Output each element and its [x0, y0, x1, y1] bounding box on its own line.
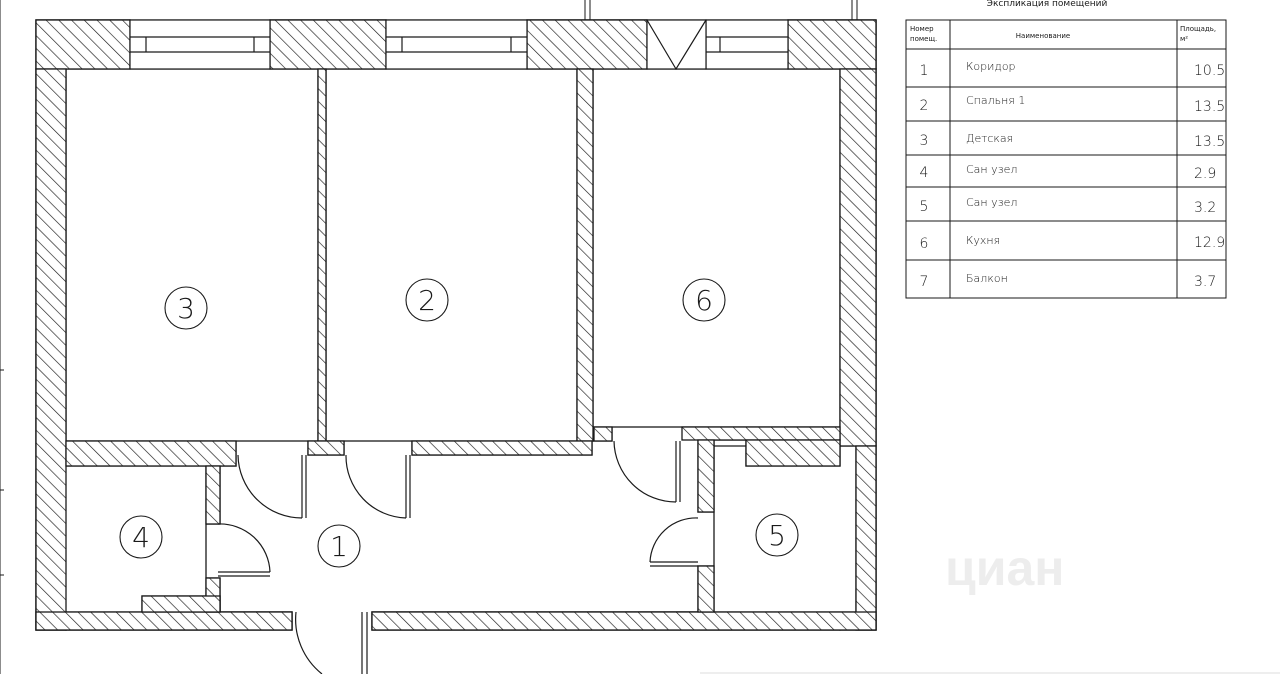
row-3-area: 13.5 — [1194, 134, 1225, 150]
col-num-header-1: Номер — [910, 25, 934, 33]
watermark: циан — [945, 540, 1064, 596]
row-2-area: 13.5 — [1194, 99, 1225, 115]
col-name-header: Наименование — [1016, 32, 1070, 40]
row-1-num: 1 — [920, 63, 929, 79]
row-7-num: 7 — [920, 274, 929, 290]
row-6-area: 12.9 — [1194, 235, 1225, 251]
row-7-name: Балкон — [966, 272, 1008, 285]
room-marker-5: 5 — [768, 519, 786, 552]
room-markers — [119, 278, 799, 568]
row-1-area: 10.5 — [1194, 63, 1225, 79]
room-marker-6: 6 — [695, 284, 713, 317]
table-title: Экспликация помещений — [987, 0, 1108, 9]
row-7-area: 3.7 — [1194, 274, 1216, 290]
row-5-name: Сан узел — [966, 196, 1017, 209]
row-4-name: Сан узел — [966, 163, 1017, 176]
row-3-name: Детская — [966, 132, 1013, 145]
page-edge-marks — [0, 0, 858, 674]
watermark-text: циан — [945, 540, 1064, 596]
doors — [217, 440, 699, 674]
room-6 — [592, 68, 841, 428]
row-5-num: 5 — [920, 199, 929, 215]
row-5-area: 3.2 — [1194, 200, 1216, 216]
row-2-name: Спальня 1 — [966, 94, 1025, 107]
row-6-num: 6 — [920, 236, 929, 252]
room-2 — [325, 68, 578, 442]
room-marker-1: 1 — [330, 530, 348, 563]
row-6-name: Кухня — [966, 234, 1000, 247]
row-4-num: 4 — [920, 165, 929, 181]
windows — [129, 19, 789, 71]
row-4-area: 2.9 — [1194, 166, 1216, 182]
col-area-header-1: Площадь, — [1180, 25, 1216, 33]
room-marker-3: 3 — [177, 292, 195, 325]
row-2-num: 2 — [920, 98, 929, 114]
room-marker-2: 2 — [418, 284, 436, 317]
room-marker-4: 4 — [132, 521, 150, 554]
explication-table: Экспликация помещений Номер помещ. Наиме… — [905, 0, 1227, 299]
room-3 — [65, 68, 319, 442]
wall-overlays — [35, 19, 877, 631]
col-num-header-2: помещ. — [910, 35, 937, 43]
room-interiors — [61, 68, 857, 613]
row-3-num: 3 — [920, 133, 929, 149]
row-1-name: Коридор — [966, 60, 1016, 73]
col-area-header-2: м² — [1180, 35, 1188, 43]
